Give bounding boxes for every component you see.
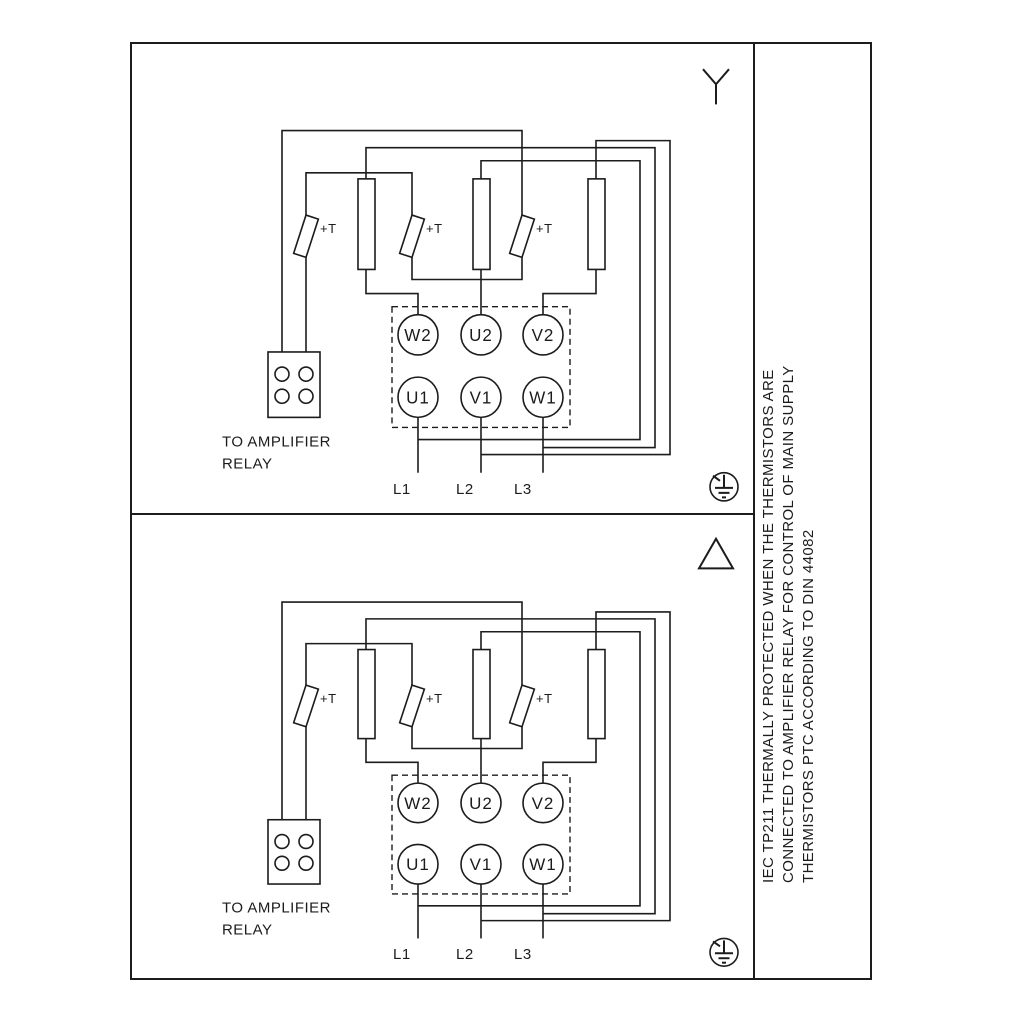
thermistor-icons: +T +T +T xyxy=(292,214,553,259)
panel-star-connection: +T +T +T TO AMPLIFIER RELAY W2 U2 V2 U1 xyxy=(222,68,739,502)
terminal-label-U1: U1 xyxy=(406,388,430,407)
supply-label-L3: L3 xyxy=(514,481,532,498)
thermistor-label: +T xyxy=(426,691,443,706)
terminal-board-outline xyxy=(391,774,571,895)
thermistor-icon xyxy=(508,684,536,728)
supply-label-L1: L1 xyxy=(393,481,411,498)
terminal-circles: W2 U2 V2 U1 V1 W1 xyxy=(397,782,564,885)
amplifier-relay-box xyxy=(267,351,321,419)
wye-icon xyxy=(702,68,730,105)
terminal-U1 xyxy=(397,376,439,419)
side-note-line3: THERMISTORS PTC ACCORDING TO DIN 44082 xyxy=(800,529,817,883)
winding-coil-icon xyxy=(587,648,606,740)
supply-label-L2: L2 xyxy=(456,946,474,963)
terminal-label-V1: V1 xyxy=(470,855,493,874)
amplifier-relay-box xyxy=(267,818,321,885)
thermistor-label: +T xyxy=(320,691,337,706)
wiring xyxy=(281,601,671,939)
terminal-label-U2: U2 xyxy=(469,794,493,813)
winding-coil-icon xyxy=(357,178,376,271)
terminal-label-V2: V2 xyxy=(532,326,555,345)
terminal-U1 xyxy=(397,843,439,885)
terminal-V1 xyxy=(460,843,502,885)
terminal-label-W2: W2 xyxy=(404,326,431,345)
thermistor-icon xyxy=(292,684,320,728)
terminal-label-W2: W2 xyxy=(404,794,431,813)
terminal-W1 xyxy=(522,843,564,885)
terminal-V1 xyxy=(460,376,502,419)
side-note-line1: IEC TP211 THERMALLY PROTECTED WHEN THE T… xyxy=(760,369,777,883)
terminal-label-U2: U2 xyxy=(469,326,493,345)
terminal-W1 xyxy=(522,376,564,419)
delta-icon xyxy=(697,536,735,570)
wiring xyxy=(281,129,671,473)
motor-winding-icons xyxy=(357,178,606,271)
terminal-W2 xyxy=(397,313,439,356)
side-note-line2: CONNECTED TO AMPLIFIER RELAY FOR CONTROL… xyxy=(780,365,797,883)
thermistor-label: +T xyxy=(426,221,443,236)
winding-coil-icon xyxy=(587,178,606,271)
thermistor-icon xyxy=(398,684,426,728)
side-note-border xyxy=(755,42,872,980)
supply-label-L1: L1 xyxy=(393,946,411,963)
terminal-label-W1: W1 xyxy=(529,855,556,874)
motor-winding-icons xyxy=(357,648,606,740)
relay-label-line2: RELAY xyxy=(222,922,273,939)
terminal-U2 xyxy=(460,782,502,824)
relay-label-line1: TO AMPLIFIER xyxy=(222,900,331,917)
terminal-circles: W2 U2 V2 U1 V1 W1 xyxy=(397,313,564,419)
supply-label-L3: L3 xyxy=(514,946,532,963)
thermistor-icon xyxy=(508,214,536,259)
panel-divider-line xyxy=(131,513,754,515)
winding-coil-icon xyxy=(472,648,491,740)
terminal-label-W1: W1 xyxy=(529,388,556,407)
side-note: IEC TP211 THERMALLY PROTECTED WHEN THE T… xyxy=(759,42,869,978)
relay-label-line2: RELAY xyxy=(222,456,273,473)
terminal-label-V2: V2 xyxy=(532,794,555,813)
diagram-border xyxy=(130,42,755,980)
terminal-label-U1: U1 xyxy=(406,855,430,874)
terminal-W2 xyxy=(397,782,439,824)
thermistor-icon xyxy=(398,214,426,259)
terminal-V2 xyxy=(522,313,564,356)
thermistor-icons: +T +T +T xyxy=(292,684,553,728)
ground-icon xyxy=(709,937,739,967)
ground-icon xyxy=(709,471,739,502)
terminal-label-V1: V1 xyxy=(470,388,493,407)
winding-coil-icon xyxy=(472,178,491,271)
terminal-board-outline xyxy=(391,305,571,429)
terminal-U2 xyxy=(460,313,502,356)
panel-delta-connection: +T +T +T TO AMPLIFIER RELAY W2 U2 V2 U1 … xyxy=(222,536,739,967)
terminal-V2 xyxy=(522,782,564,824)
thermistor-label: +T xyxy=(536,691,553,706)
thermistor-label: +T xyxy=(320,221,337,236)
winding-coil-icon xyxy=(357,648,376,740)
thermistor-label: +T xyxy=(536,221,553,236)
relay-label-line1: TO AMPLIFIER xyxy=(222,434,331,451)
supply-label-L2: L2 xyxy=(456,481,474,498)
thermistor-icon xyxy=(292,214,320,259)
